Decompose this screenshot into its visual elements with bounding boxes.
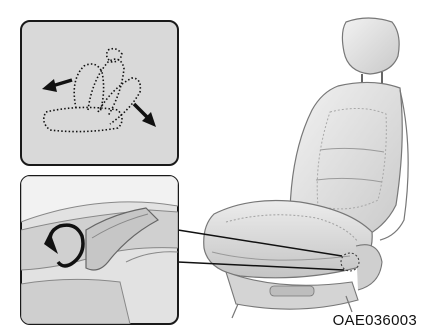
figure-code: OAE036003 (333, 312, 417, 329)
recline-lever-closeup-icon (21, 176, 178, 324)
headrest (342, 18, 399, 88)
seat-recline-diagram-icon (21, 21, 178, 165)
